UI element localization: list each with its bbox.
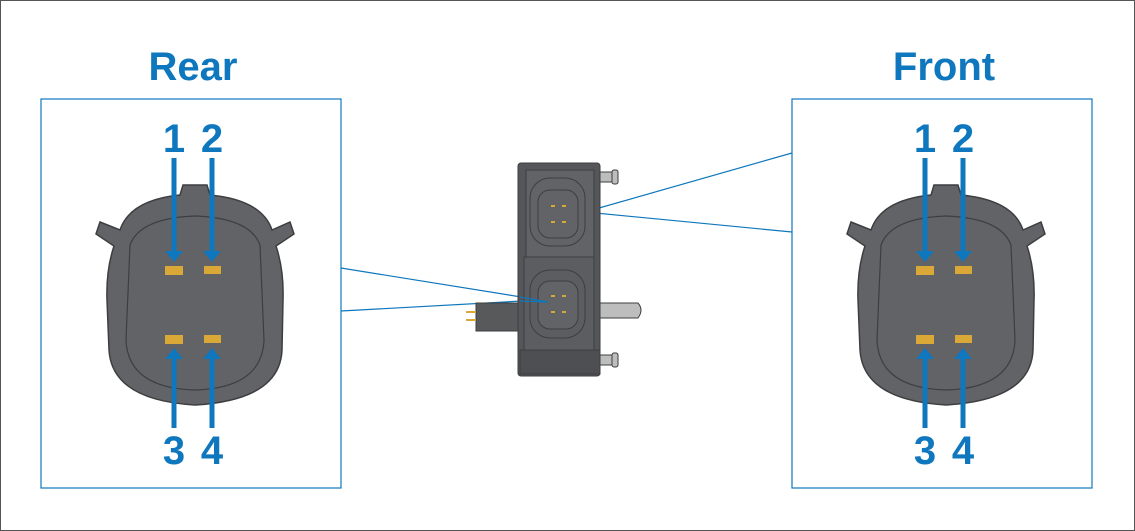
front-pin-2-label: 2 [952, 117, 974, 161]
rear-pin-1-label: 1 [163, 117, 185, 161]
leader-tips [519, 296, 549, 303]
front-leader [584, 152, 793, 233]
rear-pin-4-label: 4 [201, 429, 224, 473]
rear-pin-3-label: 3 [163, 429, 185, 473]
rear-title: Rear [149, 45, 238, 89]
front-pin-4-label: 4 [952, 429, 975, 473]
front-panel: Front 1 2 3 4 [791, 45, 1093, 489]
front-pin-3-label: 3 [914, 429, 936, 473]
front-pin-1-label: 1 [914, 117, 936, 161]
rear-pin-2-label: 2 [201, 117, 223, 161]
rear-connector-icon [96, 158, 294, 428]
front-title: Front [893, 45, 995, 89]
rear-panel: Rear 1 2 3 4 [40, 45, 342, 489]
module-device-icon [466, 162, 642, 377]
front-connector-icon [847, 158, 1045, 428]
front-box [791, 98, 1093, 489]
rear-box [40, 98, 342, 489]
